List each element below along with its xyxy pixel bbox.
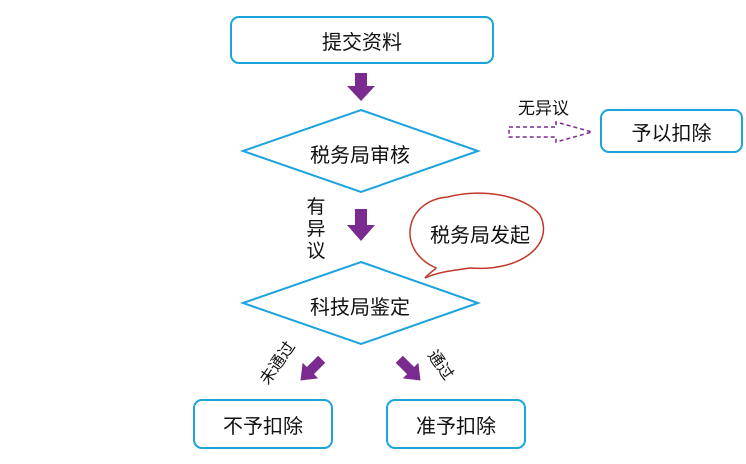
deduct-denied-label: 不予扣除 xyxy=(223,410,303,439)
arrow-down-1 xyxy=(347,73,375,101)
submit-box: 提交资料 xyxy=(230,16,494,64)
deduct-allowed-label: 予以扣除 xyxy=(632,117,712,146)
deduct-approved-label: 准予扣除 xyxy=(416,410,496,439)
no-objection-label: 无异议 xyxy=(518,94,569,119)
deduct-approved-box: 准予扣除 xyxy=(386,399,526,449)
arrow-down-2 xyxy=(347,209,375,241)
objection-label: 有异议 xyxy=(305,196,327,262)
submit-label: 提交资料 xyxy=(322,26,402,55)
deduct-allowed-box: 予以扣除 xyxy=(600,109,743,153)
tech-appraisal-label: 科技局鉴定 xyxy=(310,291,410,320)
deduct-denied-box: 不予扣除 xyxy=(193,399,333,449)
callout-text: 税务局发起 xyxy=(430,219,530,248)
arrow-down-left xyxy=(293,351,330,388)
dashed-arrow-right xyxy=(509,122,592,142)
tax-review-label: 税务局审核 xyxy=(310,139,410,168)
